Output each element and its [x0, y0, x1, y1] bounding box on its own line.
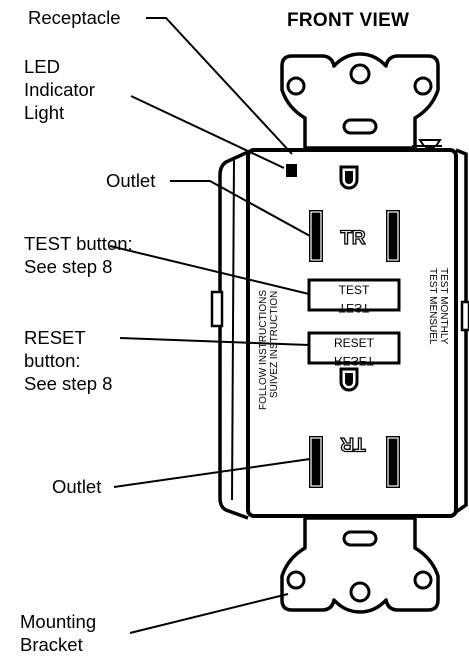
label-test-button: TEST button: See step 8 — [24, 232, 133, 278]
label-test-line-2: See step 8 — [24, 256, 113, 277]
bottom-bracket-slot — [342, 530, 378, 547]
leader-receptacle — [146, 17, 293, 155]
top-bracket-screw-left — [286, 76, 306, 96]
side-text-right-2: TEST MENSUEL — [427, 268, 438, 345]
leader-outlet-bottom — [113, 458, 311, 488]
label-reset-button: RESET button: See step 8 — [24, 326, 112, 395]
led-indicator — [286, 164, 297, 177]
label-bracket-line-1: Mounting — [20, 611, 97, 632]
bottom-bracket-center-hole — [349, 581, 371, 603]
housing-left-tab — [210, 290, 224, 328]
reset-button-label-mirrored: RESET — [334, 354, 375, 368]
reset-button[interactable] — [307, 331, 401, 365]
side-text-right-1: TEST MONTHLY — [438, 268, 449, 345]
leader-test — [109, 245, 310, 295]
label-led-line-2: Indicator — [24, 79, 95, 100]
label-outlet-bottom: Outlet — [52, 476, 102, 497]
top-bracket — [280, 52, 440, 150]
outlet-top-slot-left — [309, 210, 323, 262]
tr-mark-top: TR — [340, 228, 366, 249]
label-reset-line-3: See step 8 — [24, 373, 113, 394]
top-bracket-screw-right — [413, 76, 433, 96]
outlet-bottom-slot-right — [386, 436, 400, 488]
bottom-bracket — [280, 516, 440, 614]
label-test-line-1: TEST button: — [24, 233, 133, 254]
label-bracket-line-2: Bracket — [20, 634, 83, 655]
top-ground-screw — [418, 139, 442, 147]
housing-left-side — [218, 150, 249, 520]
test-button[interactable] — [307, 278, 401, 312]
housing-right-tab — [460, 300, 469, 332]
label-receptacle: Receptacle — [28, 7, 121, 28]
leader-bracket — [129, 593, 289, 634]
label-led-indicator: LED Indicator Light — [24, 55, 95, 124]
outlet-bottom-slot-left — [309, 436, 323, 488]
top-bracket-center-hole — [349, 63, 371, 85]
side-text-left-1: FOLLOW INSTRUCTIONS — [258, 290, 269, 410]
bottom-bracket-screw-right — [413, 570, 433, 590]
label-mounting-bracket: Mounting Bracket — [20, 610, 96, 656]
tr-mark-bottom: TR — [340, 433, 366, 454]
leader-outlet-top — [170, 180, 311, 237]
reset-button-label: RESET — [334, 336, 375, 350]
leader-reset — [119, 337, 310, 346]
label-reset-line-1: RESET — [24, 327, 86, 348]
label-led-line-3: Light — [24, 102, 65, 123]
leader-led — [130, 95, 285, 169]
figure-title: FRONT VIEW — [287, 10, 410, 31]
bottom-bracket-screw-left — [286, 570, 306, 590]
leader-lines — [109, 17, 311, 634]
label-reset-line-2: button: — [24, 350, 81, 371]
label-outlet-top: Outlet — [106, 170, 156, 191]
test-button-label: TEST — [339, 283, 370, 297]
test-button-label-mirrored: TEST — [339, 301, 370, 315]
outlet-top-slot-right — [386, 210, 400, 262]
top-bracket-slot — [342, 118, 378, 135]
label-led-line-1: LED — [24, 56, 60, 77]
